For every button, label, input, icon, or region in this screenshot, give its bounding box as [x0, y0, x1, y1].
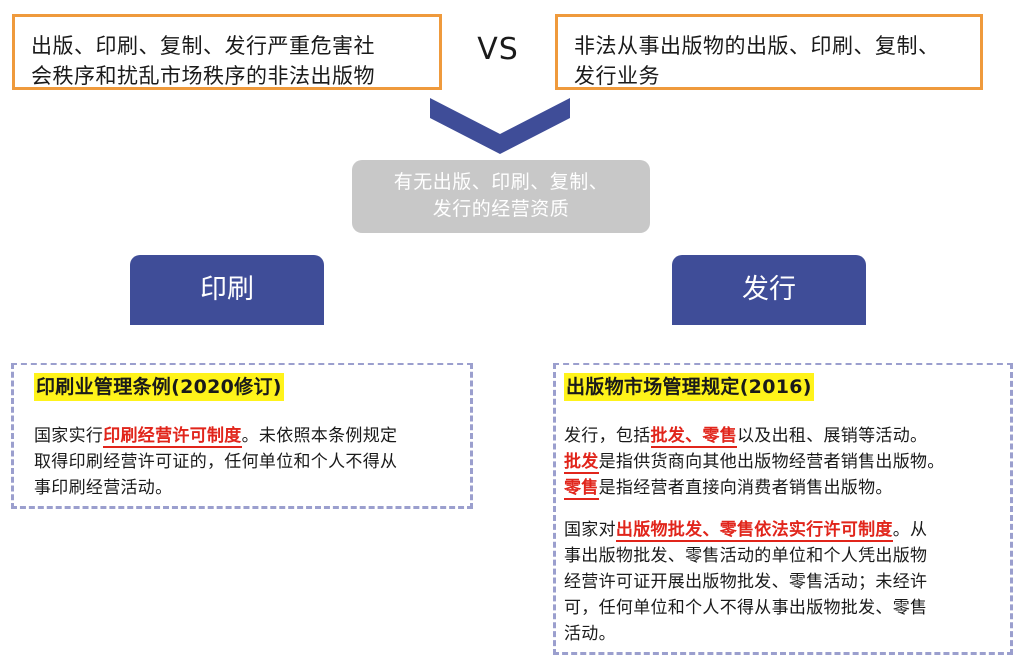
illegal-business-line2: 发行业务: [574, 64, 660, 88]
distribution-line1: 发行，包括批发、零售以及出租、展销等活动。: [564, 426, 928, 448]
qualification-line2: 发行的经营资质: [432, 198, 570, 220]
chevron-down-icon: [430, 98, 570, 154]
distribution-line4: 国家对出版物批发、零售依法实行许可制度。从: [564, 520, 928, 542]
illegal-publications-line1: 出版、印刷、复制、发行严重危害社: [31, 34, 375, 58]
distribution-regulation-title: 出版物市场管理规定(2016): [564, 373, 814, 401]
distribution-line2: 批发是指供货商向其他出版物经营者销售出版物。: [564, 452, 945, 474]
print-regulation-title: 印刷业管理条例(2020修订): [34, 373, 284, 401]
vs-label: VS: [477, 32, 519, 67]
qualification-box: 有无出版、印刷、复制、 发行的经营资质: [352, 160, 650, 233]
distribution-line8: 活动。: [564, 624, 616, 644]
wholesale-highlight: 批发: [564, 452, 599, 474]
print-regulation-card: 印刷业管理条例(2020修订) 国家实行印刷经营许可制度。未依照本条例规定 取得…: [11, 363, 473, 509]
print-license-highlight: 印刷经营许可制度: [103, 426, 242, 448]
illegal-business-box: 非法从事出版物的出版、印刷、复制、 发行业务: [555, 14, 983, 90]
print-regulation-line1: 国家实行印刷经营许可制度。未依照本条例规定: [34, 426, 398, 448]
illegal-publications-line2: 会秩序和扰乱市场秩序的非法出版物: [31, 64, 375, 88]
distribution-line3: 零售是指经营者直接向消费者销售出版物。: [564, 478, 893, 500]
wholesale-retail-highlight: 批发、零售: [650, 426, 737, 448]
distribution-line5: 事出版物批发、零售活动的单位和个人凭出版物: [564, 546, 928, 566]
illegal-publications-box: 出版、印刷、复制、发行严重危害社 会秩序和扰乱市场秩序的非法出版物: [12, 14, 442, 90]
illegal-business-line1: 非法从事出版物的出版、印刷、复制、: [574, 34, 940, 58]
print-regulation-line2: 取得印刷经营许可证的，任何单位和个人不得从: [34, 452, 398, 472]
retail-highlight: 零售: [564, 478, 599, 500]
print-regulation-line3: 事印刷经营活动。: [34, 478, 173, 498]
tab-print: 印刷: [130, 255, 324, 325]
tab-distribution: 发行: [672, 255, 866, 325]
qualification-line1: 有无出版、印刷、复制、: [393, 171, 609, 193]
license-system-highlight: 出版物批发、零售依法实行许可制度: [615, 520, 893, 542]
distribution-regulation-card: 出版物市场管理规定(2016) 发行，包括批发、零售以及出租、展销等活动。 批发…: [553, 363, 1013, 655]
distribution-line7: 可，任何单位和个人不得从事出版物批发、零售: [564, 598, 928, 618]
distribution-line6: 经营许可证开展出版物批发、零售活动；未经许: [564, 572, 928, 592]
